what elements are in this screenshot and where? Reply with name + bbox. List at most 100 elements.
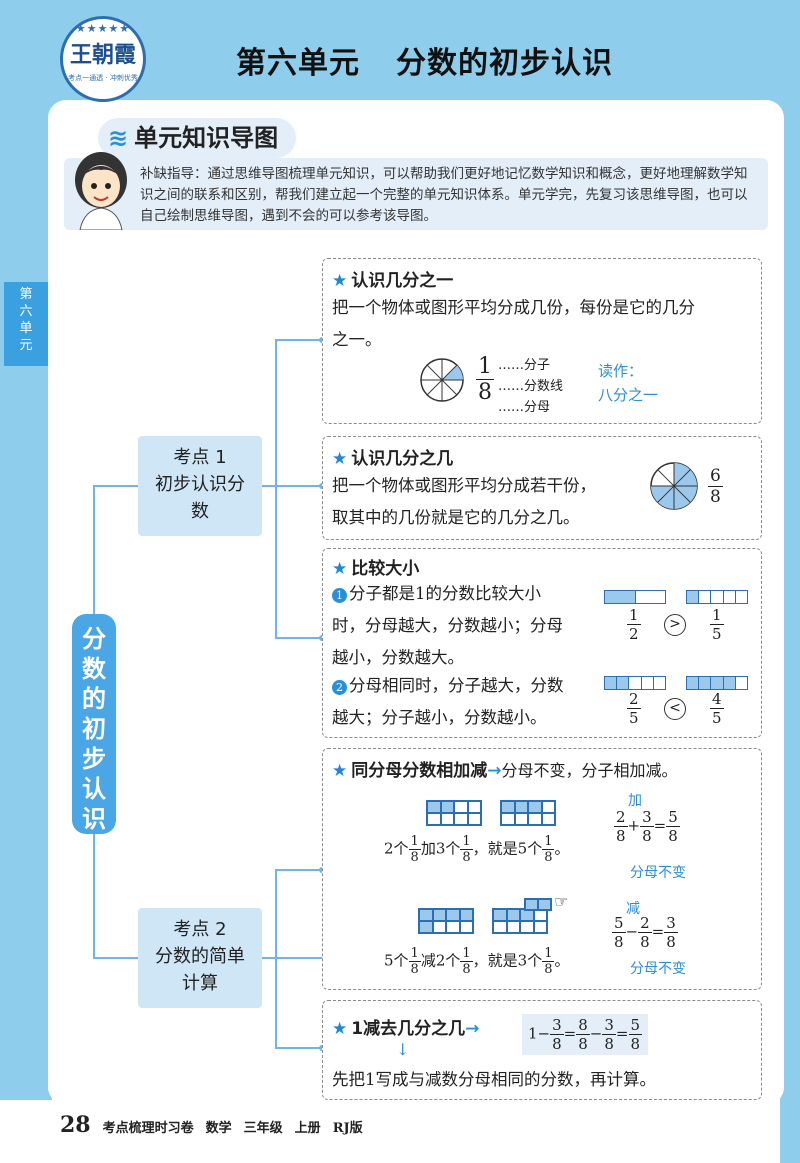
root-char: 认 [82,775,106,803]
root-char: 数 [82,655,106,683]
frac-numerator: 6 [708,466,723,487]
box4-title: ★同分母分数相加减→分母不变，分子相加减。 [332,756,678,781]
box4-title-text: 同分母分数相加减 [351,761,488,781]
add-note: 分母不变 [630,865,686,881]
box-add-subtract [322,748,762,990]
box3-title: ★比较大小 [332,554,419,579]
star-icon: ★ [332,761,348,781]
frac-numerator: 1 [542,834,555,850]
rule2-marker: 2 [332,680,347,695]
kp2-node: 考点 2 分数的简单 计算 [138,908,262,1008]
frac-denominator: 5 [712,709,722,727]
frac-denominator: 8 [478,380,492,405]
footer-term: 上册 [294,1121,321,1136]
unit-title: 分数的初步认识 [396,46,613,81]
logo-subtitle: 考点一通透 · 冲刺优秀 [68,74,138,82]
box5-title: ★1减去几分之几→ [332,1014,479,1039]
frac-numerator: 3 [550,1016,564,1035]
frac-numerator: 3 [664,914,678,933]
mindmap-root: 分数的初步认识 [72,614,116,834]
circle-six-eighths-icon [650,462,698,510]
box1-title: ★认识几分之一 [332,266,453,291]
footer-grade: 三年级 [243,1121,283,1136]
frac-denominator: 8 [544,962,553,977]
footer-subject: 数学 [205,1121,232,1136]
box5-arrow: → [465,1019,480,1039]
kp1-title-line: 初步认识分 [155,474,245,495]
frac-denominator: 5 [629,709,639,727]
box3-title-text: 比较大小 [351,559,420,579]
frac-denominator: 8 [630,1035,641,1053]
frac-numerator: 1 [627,606,641,625]
section-heading: ≋单元知识导图 [98,118,297,158]
grid-two-eighths [426,800,482,826]
box4-arrow: → [487,761,502,781]
kp2-label: 考点 2 [173,919,227,940]
sub-label: 减 [626,901,640,917]
sub-sent-part: 减2个 [420,951,461,970]
frac-denominator: 8 [616,827,626,845]
frac-denominator: 8 [668,827,678,845]
frac-numerator: 1 [542,946,555,962]
box2-line: 取其中的几份就是它的几分之几。 [332,508,580,527]
frac-numerator: 8 [576,1016,590,1035]
rule1-line: 时，分母越大，分数越小；分母 [332,616,563,635]
sub-operator: − [625,922,639,941]
read-value: 八分之一 [598,386,659,404]
root-char: 的 [82,685,106,713]
frac-denominator: 8 [578,1035,588,1053]
side-tab-char: 六 [19,304,33,319]
root-char: 初 [82,715,106,743]
frac-denominator: 8 [410,962,419,977]
read-label: 读作： [598,362,644,380]
rule1-marker: 1 [332,588,347,603]
sub-sent-part: 。 [554,951,570,970]
frac-numerator: 3 [640,808,654,827]
frac-numerator: 2 [614,808,628,827]
star-icon: ★ [332,271,348,291]
add-sent-part: 加3个 [420,839,461,858]
frac-denominator: 8 [462,962,471,977]
side-tab-char: 第 [19,287,33,302]
frac-denominator: 8 [640,933,650,951]
strip-two-fifths [604,676,666,690]
guide-text: 补缺指导：通过思维导图梳理单元知识，可以帮助我们更好地记忆数学知识和概念，更好地… [140,166,748,224]
frac-numerator: 1 [460,946,473,962]
box2-text: 把一个物体或图形平均分成若干份， 取其中的几份就是它的几分之几。 [332,470,596,534]
box-unit-fraction [322,258,762,424]
frac-numerator: 1 [408,946,421,962]
frac-denominator: 8 [642,827,652,845]
grid-three-eighths [500,800,556,826]
unit-label: 第六单元 [236,46,360,81]
grid-three-eighths-remain [492,908,548,934]
box4-rule: 分母不变，分子相加减。 [501,761,678,780]
page-number: 28 [60,1112,91,1138]
frac-numerator: 1 [710,606,724,625]
rule2-line: 越大；分子越小，分数越小。 [332,708,547,727]
frac-denominator: 8 [544,850,553,865]
add-label: 加 [628,793,642,809]
footer-book: 考点梳理时习卷 [102,1121,194,1136]
star-icon: ★ [332,449,348,469]
equals-sign: = [653,816,667,835]
root-char: 识 [82,805,106,833]
guide-box [64,158,768,230]
rule1-line: 越小，分数越大。 [332,648,464,667]
root-char: 步 [82,745,106,773]
page-title: 第六单元 分数的初步认识 [236,38,613,82]
add-sent-part: 。 [554,839,570,858]
removed-pieces [524,898,552,911]
girl-avatar-icon [75,152,127,230]
kp2-title-line: 计算 [182,973,218,994]
rule1-line: 分子都是1的分数比较大小 [349,584,541,603]
compare-greater: > [664,614,686,636]
box2-line: 把一个物体或图形平均分成若干份， [332,476,596,495]
